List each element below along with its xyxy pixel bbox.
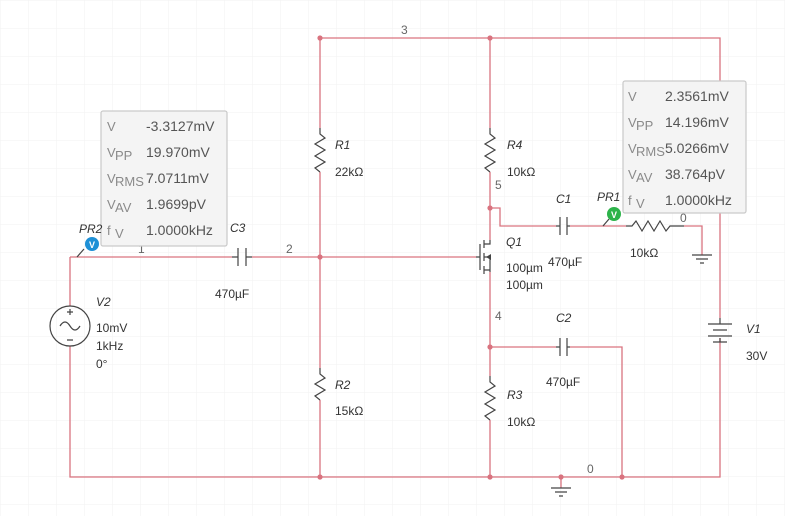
probe-pr2-row-2-value: 7.0711mV (146, 170, 209, 186)
probe-pr1-row-1-sub: PP (636, 118, 653, 133)
ground-symbol-output (692, 254, 712, 264)
dc-source-v1[interactable]: V1 30V (708, 318, 767, 363)
probe-pr2-row-2-sub: RMS (115, 174, 144, 189)
probe-pr1-row-3-key: V (628, 167, 637, 182)
probe-pr2-row-2-key: V (107, 171, 116, 186)
probe-pr2-label: PR2 (79, 222, 103, 236)
wire-c2-gnd (570, 346, 623, 477)
node-label-output: 0 (680, 211, 687, 225)
ground-symbol-bottom (551, 487, 571, 497)
resistor-r2[interactable]: R2 15kΩ (313, 368, 363, 418)
c1-ref: C1 (556, 192, 571, 206)
probe-pr1-row-4-key: f (628, 193, 632, 208)
probe-pr1-row-2-key: V (628, 141, 637, 156)
r4-value: 10kΩ (507, 165, 535, 179)
v1-ref: V1 (746, 322, 761, 336)
probe-pr1-row-3-value: 38.764pV (665, 166, 726, 182)
probe-pr1-badge-text: V (611, 210, 617, 220)
capacitor-c1[interactable]: C1 470µF (548, 192, 582, 269)
probe-pr2-row-0-value: -3.3127mV (146, 118, 215, 134)
r3-ref: R3 (507, 388, 523, 402)
node-label-1: 1 (138, 242, 145, 256)
probe-pr2-row-1-key: V (107, 145, 116, 160)
c1-value: 470µF (548, 255, 582, 269)
probe-pr2-row-4-sub: V (115, 226, 124, 241)
probe-pr2-row-3-key: V (107, 197, 116, 212)
probe-pr1-row-2-value: 5.0266mV (665, 140, 729, 156)
probe-pr1-row-4-value: 1.0000kHz (665, 192, 732, 208)
node-label-3: 3 (401, 23, 408, 37)
ac-source-v2[interactable]: V2 10mV 1kHz 0° (49, 295, 127, 371)
resistor-r3[interactable]: R3 10kΩ (483, 376, 535, 429)
v1-value: 30V (746, 349, 767, 363)
probe-pr2-panel (100, 110, 228, 247)
probe-pr1-row-1-value: 14.196mV (665, 114, 729, 130)
r2-value: 15kΩ (335, 404, 363, 418)
c3-ref: C3 (230, 221, 246, 235)
resistor-r4[interactable]: R4 10kΩ (483, 128, 535, 179)
probe-pr2-row-4-value: 1.0000kHz (146, 222, 213, 238)
r4-ref: R4 (507, 138, 523, 152)
wires (69, 37, 721, 488)
probe-pr2-row-3-value: 1.9699pV (146, 196, 207, 212)
probe-pr1-row-4-sub: V (636, 196, 645, 211)
v2-frequency: 1kHz (96, 339, 123, 353)
wire-ground-bottom (69, 338, 721, 478)
transistor-q1[interactable]: Q1 100µm 100µm (476, 235, 543, 292)
probe-pr2-row-0-key: V (107, 119, 116, 134)
c2-ref: C2 (556, 311, 572, 325)
v2-amplitude: 10mV (96, 321, 127, 335)
resistor-r1[interactable]: R1 22kΩ (313, 128, 363, 179)
v2-phase: 0° (96, 357, 108, 371)
node-label-0: 0 (587, 462, 594, 476)
r1-ref: R1 (335, 138, 350, 152)
probe-pr2-lead (76, 248, 85, 258)
node-labels: 3 2 1 5 4 0 0 (138, 23, 687, 476)
probe-pr1-badge (607, 207, 621, 221)
probe-pr1-row-0-value: 2.3561mV (665, 88, 729, 104)
wire-node-3-top (320, 37, 721, 318)
probe-pr1-row-2-sub: RMS (636, 144, 665, 159)
probe-pr1-row-1-key: V (628, 115, 637, 130)
q1-width: 100µm (506, 261, 543, 275)
probe-pr2-badge-text: V (89, 240, 95, 250)
capacitor-c3[interactable]: C3 470µF (215, 221, 252, 301)
probe-pr2-row-3-sub: AV (115, 200, 132, 215)
probe-pr2-badge (85, 237, 99, 251)
node-label-5: 5 (495, 178, 502, 192)
probe-pr2-row-1-value: 19.970mV (146, 144, 210, 160)
probe-pr1-lead (602, 218, 610, 227)
junctions (317, 35, 625, 480)
wire-drain-c1 (490, 207, 556, 227)
probe-pr2-row-4-key: f (107, 223, 111, 238)
node-label-2: 2 (286, 242, 293, 256)
probe-pr2-row-1-sub: PP (115, 148, 132, 163)
wire-r5-gnd (684, 225, 703, 255)
probe-pr1-row-3-sub: AV (636, 170, 653, 185)
r3-value: 10kΩ (507, 415, 535, 429)
v2-ref: V2 (96, 295, 111, 309)
q1-ref: Q1 (506, 235, 522, 249)
probe-pr1-panel (622, 80, 747, 214)
r5-value: 10kΩ (630, 246, 658, 260)
probe-pr1-row-0-key: V (628, 89, 637, 104)
capacitor-c2[interactable]: C2 470µF (546, 311, 580, 389)
c2-value: 470µF (546, 375, 580, 389)
probe-pr1-label: PR1 (597, 190, 620, 204)
q1-length: 100µm (506, 278, 543, 292)
node-label-4: 4 (495, 309, 502, 323)
c3-value: 470µF (215, 287, 249, 301)
r2-ref: R2 (335, 378, 351, 392)
r1-value: 22kΩ (335, 165, 363, 179)
